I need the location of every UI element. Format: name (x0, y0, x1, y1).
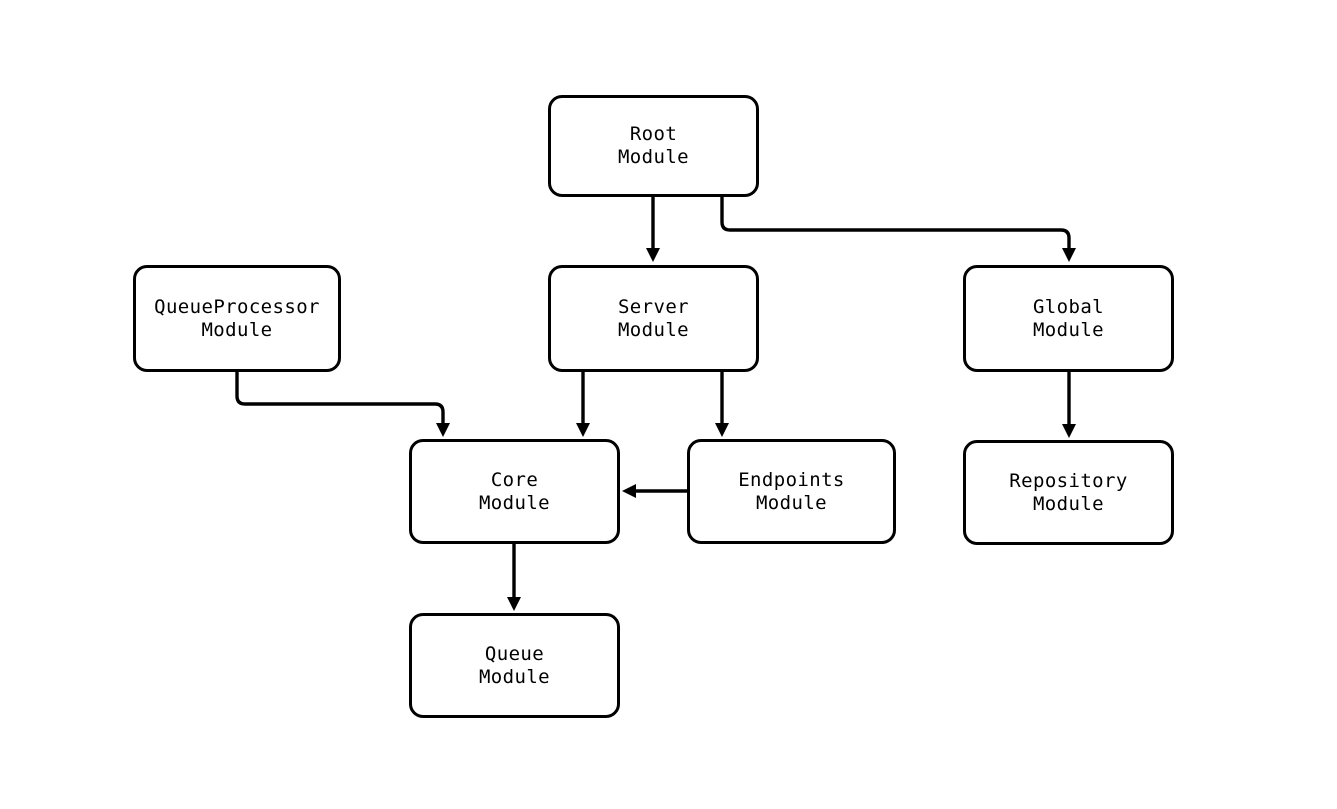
node-server-module[interactable]: Server Module (548, 265, 759, 372)
node-queueprocessor-module-line2: Module (201, 318, 273, 341)
node-server-module-line1: Server (617, 295, 690, 318)
node-queueprocessor-module-line1: QueueProcessor (154, 295, 320, 318)
node-endpoints-module[interactable]: Endpoints Module (687, 439, 896, 544)
edge-global-to-repository (1062, 372, 1076, 438)
node-queue-module-line1: Queue (484, 642, 545, 665)
node-global-module-line1: Global (1032, 295, 1105, 318)
edge-server-to-endpoints (715, 372, 729, 437)
node-server-module-line2: Module (617, 318, 690, 341)
node-root-module-line2: Module (617, 146, 690, 168)
node-core-module[interactable]: Core Module (409, 439, 620, 544)
node-root-module[interactable]: Root Module (548, 95, 759, 197)
edge-server-to-core (576, 372, 590, 437)
edge-core-to-queue (507, 544, 521, 611)
node-repository-module-line1: Repository (1009, 469, 1128, 492)
node-queue-module[interactable]: Queue Module (409, 613, 620, 718)
node-endpoints-module-line1: Endpoints (738, 468, 845, 491)
edge-root-to-server (646, 197, 660, 262)
node-global-module-line2: Module (1032, 318, 1105, 341)
node-core-module-line2: Module (478, 491, 551, 514)
node-queueprocessor-module[interactable]: QueueProcessor Module (133, 265, 341, 372)
edge-queueprocessor-to-core (235, 372, 450, 437)
node-repository-module[interactable]: Repository Module (963, 440, 1174, 545)
edge-root-to-global (720, 197, 1076, 262)
node-endpoints-module-line2: Module (755, 491, 828, 514)
node-queue-module-line2: Module (478, 665, 551, 688)
node-root-module-line1: Root (629, 123, 678, 145)
node-core-module-line1: Core (490, 468, 539, 491)
node-repository-module-line2: Module (1032, 492, 1105, 515)
edge-endpoints-to-core (622, 484, 687, 498)
node-global-module[interactable]: Global Module (963, 265, 1174, 372)
